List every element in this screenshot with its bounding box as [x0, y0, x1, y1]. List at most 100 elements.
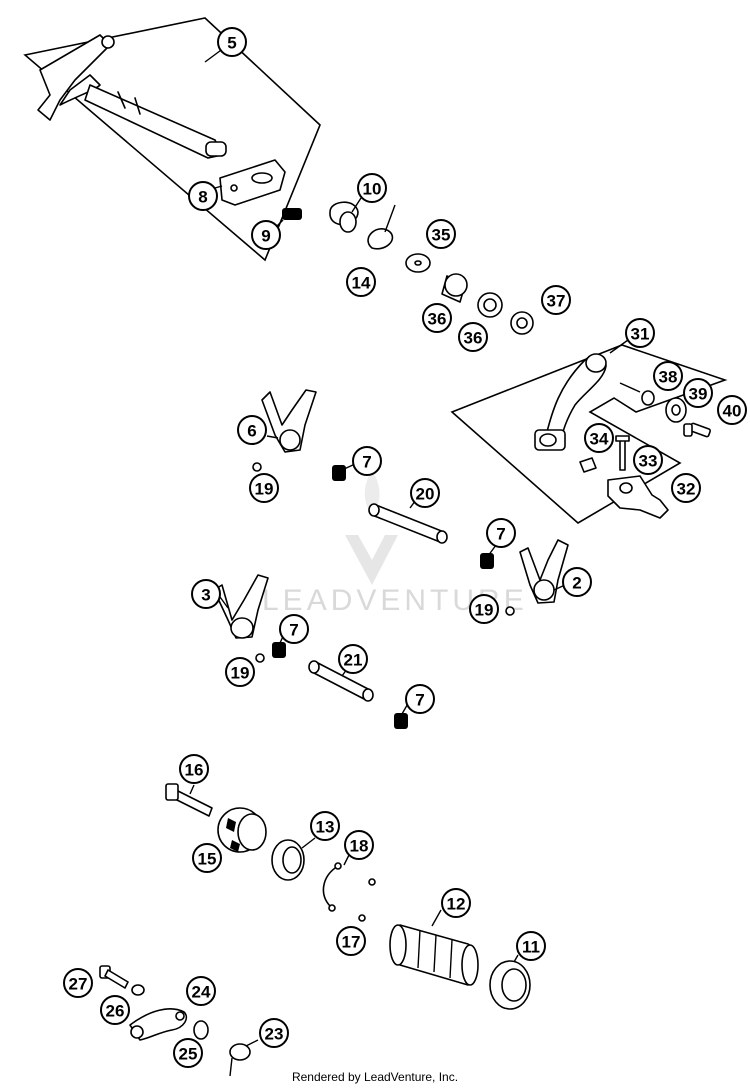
callout-circle — [458, 322, 488, 352]
callout-number: 14 — [352, 274, 371, 293]
callout-circle — [186, 976, 216, 1006]
callout-circle — [225, 657, 255, 687]
callout-number: 16 — [185, 761, 204, 780]
callout-circle — [625, 318, 655, 348]
callout-number: 8 — [198, 188, 207, 207]
callout-circle — [717, 395, 747, 425]
pin-33 — [615, 435, 630, 471]
callout-circle — [683, 378, 713, 408]
shift-rail-21 — [308, 660, 374, 702]
callout-number: 2 — [572, 574, 581, 593]
shift-shaft — [37, 34, 227, 159]
callout-19c: 19 — [225, 657, 255, 687]
callout-circle — [173, 1038, 203, 1068]
callout-circle — [352, 446, 382, 476]
callout-number: 27 — [69, 975, 88, 994]
callout-6: 6 — [237, 415, 267, 445]
callout-number: 7 — [289, 621, 298, 640]
callout-number: 36 — [464, 329, 483, 348]
callout-40: 40 — [717, 395, 747, 425]
seal-37 — [510, 311, 534, 335]
callout-number: 26 — [106, 1002, 125, 1021]
callout-12: 12 — [441, 888, 471, 918]
callout-circle — [344, 830, 374, 860]
callout-13: 13 — [310, 811, 340, 841]
screw-17b — [358, 914, 366, 922]
callout-8: 8 — [188, 181, 218, 211]
callout-circle — [516, 931, 546, 961]
callout-number: 20 — [416, 485, 435, 504]
bolt-16 — [165, 783, 213, 817]
clip-18 — [322, 862, 342, 912]
callout-36b: 36 — [458, 322, 488, 352]
callout-15: 15 — [192, 843, 222, 873]
callout-5: 5 — [217, 27, 247, 57]
bolt-40 — [683, 422, 712, 438]
shift-drum-12 — [389, 924, 479, 986]
callout-31: 31 — [625, 318, 655, 348]
callout-circle — [541, 285, 571, 315]
callout-circle — [279, 614, 309, 644]
callout-number: 7 — [496, 525, 505, 544]
callout-circle — [259, 1018, 289, 1048]
callout-circle — [251, 220, 281, 250]
shift-lever-group-box — [450, 344, 728, 524]
callout-number: 11 — [522, 938, 540, 957]
callout-circle — [441, 888, 471, 918]
shift-fork-3 — [213, 574, 269, 639]
spring-7c — [272, 642, 286, 658]
callout-3: 3 — [191, 579, 221, 609]
callout-circle — [336, 926, 366, 956]
callout-circle — [422, 303, 452, 333]
shift-plate-8 — [219, 159, 286, 206]
callout-circle — [237, 415, 267, 445]
callout-21: 21 — [338, 644, 368, 674]
callout-number: 15 — [198, 850, 217, 869]
callout-circle — [346, 267, 376, 297]
callout-number: 23 — [265, 1025, 284, 1044]
shift-drum-locating-15 — [217, 807, 267, 853]
callout-number: 33 — [639, 452, 658, 471]
detent-19b — [505, 606, 515, 616]
callout-16: 16 — [179, 754, 209, 784]
clip-10 — [329, 201, 359, 233]
callout-32: 32 — [671, 473, 701, 503]
callout-25: 25 — [173, 1038, 203, 1068]
bearing-11 — [489, 960, 531, 1010]
callout-number: 32 — [677, 480, 696, 499]
nut-34 — [579, 457, 597, 473]
detent-19c — [255, 653, 265, 663]
callout-circle — [653, 361, 683, 391]
callout-20: 20 — [410, 478, 440, 508]
callout-number: 21 — [344, 651, 363, 670]
callout-number: 18 — [350, 837, 369, 856]
bushing-25 — [193, 1020, 209, 1040]
callout-circle — [63, 968, 93, 998]
callout-number: 7 — [362, 453, 371, 472]
lever-24 — [129, 1008, 188, 1041]
callout-11: 11 — [516, 931, 546, 961]
callout-number: 19 — [475, 601, 494, 620]
callout-14: 14 — [346, 267, 376, 297]
callout-33: 33 — [633, 445, 663, 475]
callout-18: 18 — [344, 830, 374, 860]
callout-36a: 36 — [422, 303, 452, 333]
callout-number: 31 — [631, 325, 650, 344]
shift-shaft-group-box — [23, 17, 321, 262]
callout-number: 5 — [227, 34, 236, 53]
callout-34: 34 — [584, 423, 614, 453]
callout-number: 39 — [689, 385, 708, 404]
callout-number: 40 — [723, 402, 742, 421]
bushing-36a — [441, 273, 468, 303]
callout-26: 26 — [100, 995, 130, 1025]
shift-lever-31 — [534, 353, 607, 451]
callout-23: 23 — [259, 1018, 289, 1048]
callout-number: 3 — [201, 586, 210, 605]
callout-10: 10 — [357, 173, 387, 203]
callout-number: 13 — [316, 818, 335, 837]
callout-circle — [486, 518, 516, 548]
callout-circle — [671, 473, 701, 503]
callout-circle — [405, 684, 435, 714]
callout-24: 24 — [186, 976, 216, 1006]
